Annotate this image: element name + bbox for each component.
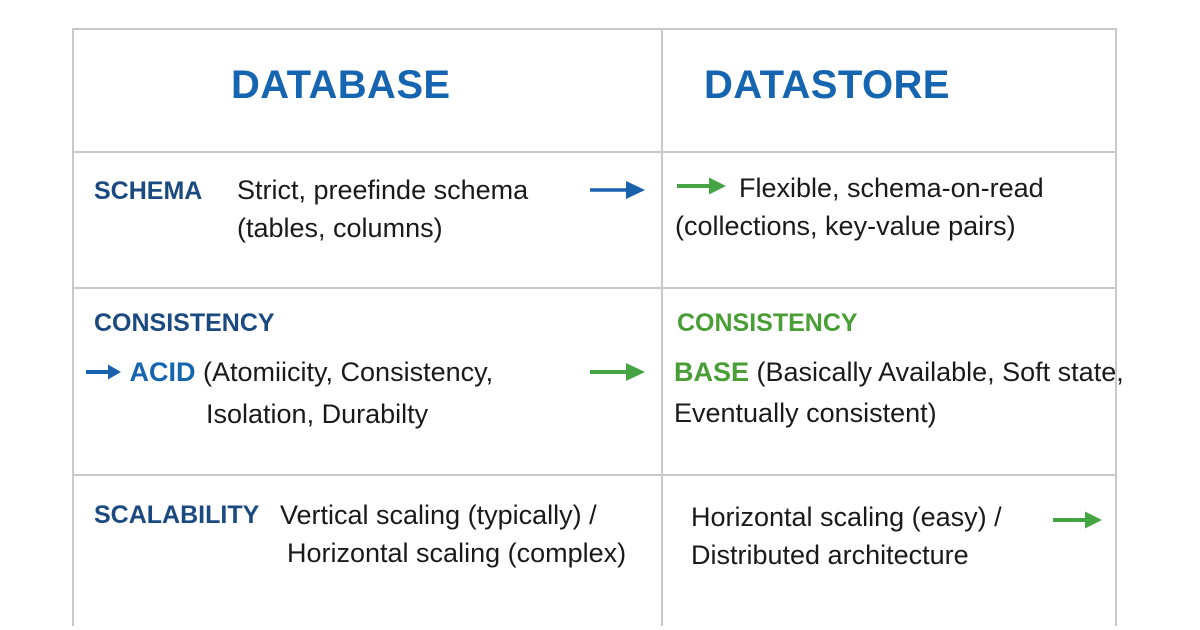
schema-row-label: SCHEMA	[94, 177, 203, 205]
schema-datastore-text: Flexible, schema-on-read (collections, k…	[675, 169, 1044, 245]
scalability-datastore-line-2: Distributed architecture	[691, 540, 969, 570]
table-row-scalability: SCALABILITY Vertical scaling (typically)…	[74, 476, 1115, 626]
schema-database-text: Strict, preefinde schema (tables, column…	[237, 171, 528, 247]
schema-cell-datastore: Flexible, schema-on-read (collections, k…	[663, 153, 1115, 287]
database-vs-datastore-table: DATABASE DATASTORE SCHEMA Strict, preefi…	[72, 28, 1124, 626]
consistency-database-line-2: Isolation, Durabilty	[206, 399, 429, 430]
scalability-datastore-text: Horizontal scaling (easy) / Distributed …	[691, 498, 1002, 574]
consistency-cell-datastore: CONSISTENCY BASE (Basically Available, S…	[663, 289, 1124, 474]
schema-datastore-line-1: Flexible, schema-on-read	[739, 173, 1044, 203]
consistency-acronym-acid: ACID	[129, 357, 196, 387]
right-arrow-green-icon	[677, 174, 727, 203]
consistency-datastore-line-1: (Basically Available, Soft state,	[756, 357, 1124, 387]
consistency-cell-database: CONSISTENCY ACID (Atomiicity, Consistenc…	[74, 289, 663, 474]
scalability-database-line-1: Vertical scaling (typically) /	[280, 500, 597, 530]
scalability-database-line-2: Horizontal scaling (complex)	[287, 538, 627, 568]
consistency-datastore-line-2: Eventually consistent)	[674, 398, 937, 428]
consistency-acronym-base: BASE	[674, 357, 750, 387]
consistency-datastore-text: BASE (Basically Available, Soft state, E…	[674, 352, 1124, 434]
scalability-row-label: SCALABILITY	[94, 501, 260, 529]
table-row-consistency: CONSISTENCY ACID (Atomiicity, Consistenc…	[74, 289, 1124, 476]
right-arrow-green-icon	[1053, 508, 1103, 537]
schema-database-line-2: (tables, columns)	[237, 213, 443, 243]
table-header-row: DATABASE DATASTORE	[74, 30, 1115, 153]
consistency-row-label-datastore: CONSISTENCY	[677, 309, 858, 337]
scalability-database-text: Vertical scaling (typically) / Horizonta…	[280, 496, 626, 572]
column-title-datastore: DATASTORE	[704, 63, 950, 107]
scalability-cell-datastore: Horizontal scaling (easy) / Distributed …	[663, 476, 1115, 626]
column-title-database: DATABASE	[231, 63, 451, 107]
header-cell-database: DATABASE	[74, 30, 663, 151]
consistency-database-line-1: (Atomiicity, Consistency,	[203, 357, 494, 387]
schema-datastore-line-2: (collections, key-value pairs)	[675, 211, 1016, 241]
scalability-datastore-line-1: Horizontal scaling (easy) /	[691, 502, 1002, 532]
right-arrow-green-icon	[590, 359, 646, 390]
table-row-schema: SCHEMA Strict, preefinde schema (tables,…	[74, 153, 1115, 289]
consistency-database-text: ACID (Atomiicity, Consistency, Isolation…	[86, 352, 493, 435]
right-arrow-blue-icon	[590, 177, 646, 208]
scalability-cell-database: SCALABILITY Vertical scaling (typically)…	[74, 476, 663, 626]
right-arrow-blue-small-icon	[86, 353, 122, 394]
schema-database-line-1: Strict, preefinde schema	[237, 175, 529, 205]
schema-cell-database: SCHEMA Strict, preefinde schema (tables,…	[74, 153, 663, 287]
consistency-row-label-database: CONSISTENCY	[94, 309, 275, 337]
header-cell-datastore: DATASTORE	[663, 30, 1115, 151]
